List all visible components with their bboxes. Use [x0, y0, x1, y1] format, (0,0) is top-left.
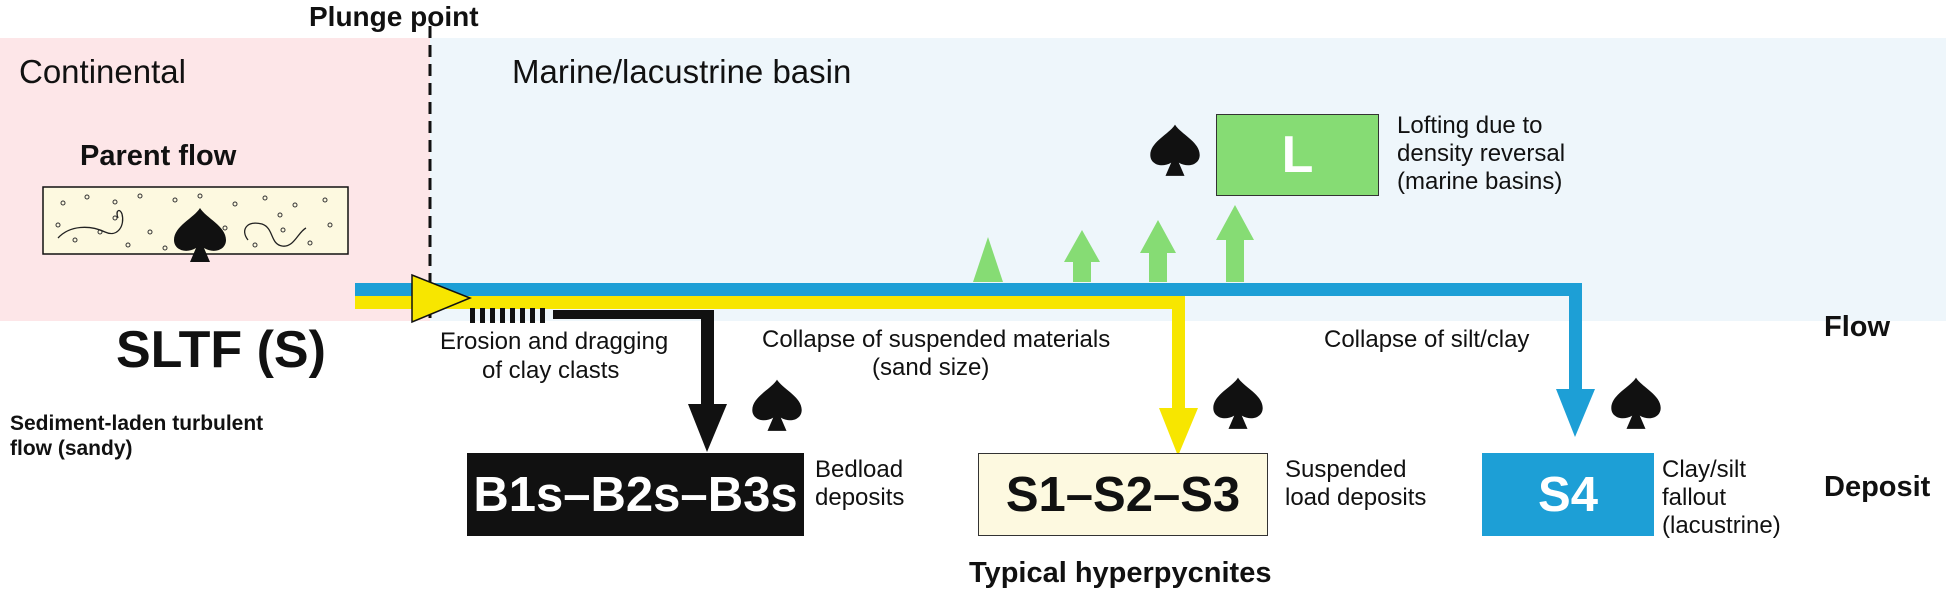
bedload-box: B1s–B2s–B3s: [467, 453, 804, 536]
erosion-line1: Erosion and dragging: [440, 328, 669, 355]
spade-icon: [174, 208, 226, 262]
bedload-line2: deposits: [815, 484, 905, 511]
parent-flow-label: Parent flow: [80, 140, 237, 172]
spade-icon: [1611, 377, 1661, 429]
plunge-point-label: Plunge point: [309, 1, 479, 32]
clay-box: S4: [1482, 453, 1654, 536]
lofting-line1: Lofting due to: [1397, 112, 1543, 139]
lofting-line3: (marine basins): [1397, 168, 1563, 195]
collapse-sand-line1: Collapse of suspended materials: [762, 326, 1111, 353]
suspended-line1: Suspended: [1285, 456, 1407, 483]
basin-zone: [430, 38, 1946, 321]
continental-zone: [0, 38, 430, 321]
collapse-sand-line2: (sand size): [872, 354, 990, 381]
erosion-line2: of clay clasts: [482, 357, 620, 384]
bedload-line1: Bedload: [815, 456, 904, 483]
sediment-caption-line1: Sediment-laden turbulent: [10, 412, 264, 435]
eddy-curve-right: [244, 222, 307, 247]
bedload-flow: [470, 308, 727, 452]
clay-line2: fallout: [1662, 484, 1727, 511]
yellow-flow: [355, 296, 1198, 456]
collapse-silt-label: Collapse of silt/clay: [1324, 326, 1530, 353]
deposit-label: Deposit: [1824, 471, 1931, 503]
sltf-label: SLTF (S): [116, 321, 326, 379]
clay-line1: Clay/silt: [1662, 456, 1747, 483]
eddy-curve-left: [57, 209, 124, 239]
basin-label: Marine/lacustrine basin: [512, 53, 852, 90]
sediment-particles: [55, 193, 333, 251]
blue-flow: [355, 283, 1595, 437]
spade-icon: [1150, 124, 1200, 176]
suspended-line2: load deposits: [1285, 484, 1427, 511]
lofting-line2: density reversal: [1397, 140, 1566, 167]
flow-label: Flow: [1824, 311, 1891, 343]
spade-icon: [1213, 377, 1263, 429]
sediment-caption-line2: flow (sandy): [10, 437, 133, 460]
lofting-box: L: [1216, 114, 1379, 196]
spade-icon: [752, 379, 802, 431]
plunge-triangle: [411, 273, 472, 324]
suspended-box: S1–S2–S3: [978, 453, 1268, 536]
typical-hyperpycnites-label: Typical hyperpycnites: [969, 557, 1272, 589]
clay-line3: (lacustrine): [1662, 512, 1781, 539]
continental-label: Continental: [19, 53, 186, 90]
lofting-arrows: [973, 205, 1254, 282]
